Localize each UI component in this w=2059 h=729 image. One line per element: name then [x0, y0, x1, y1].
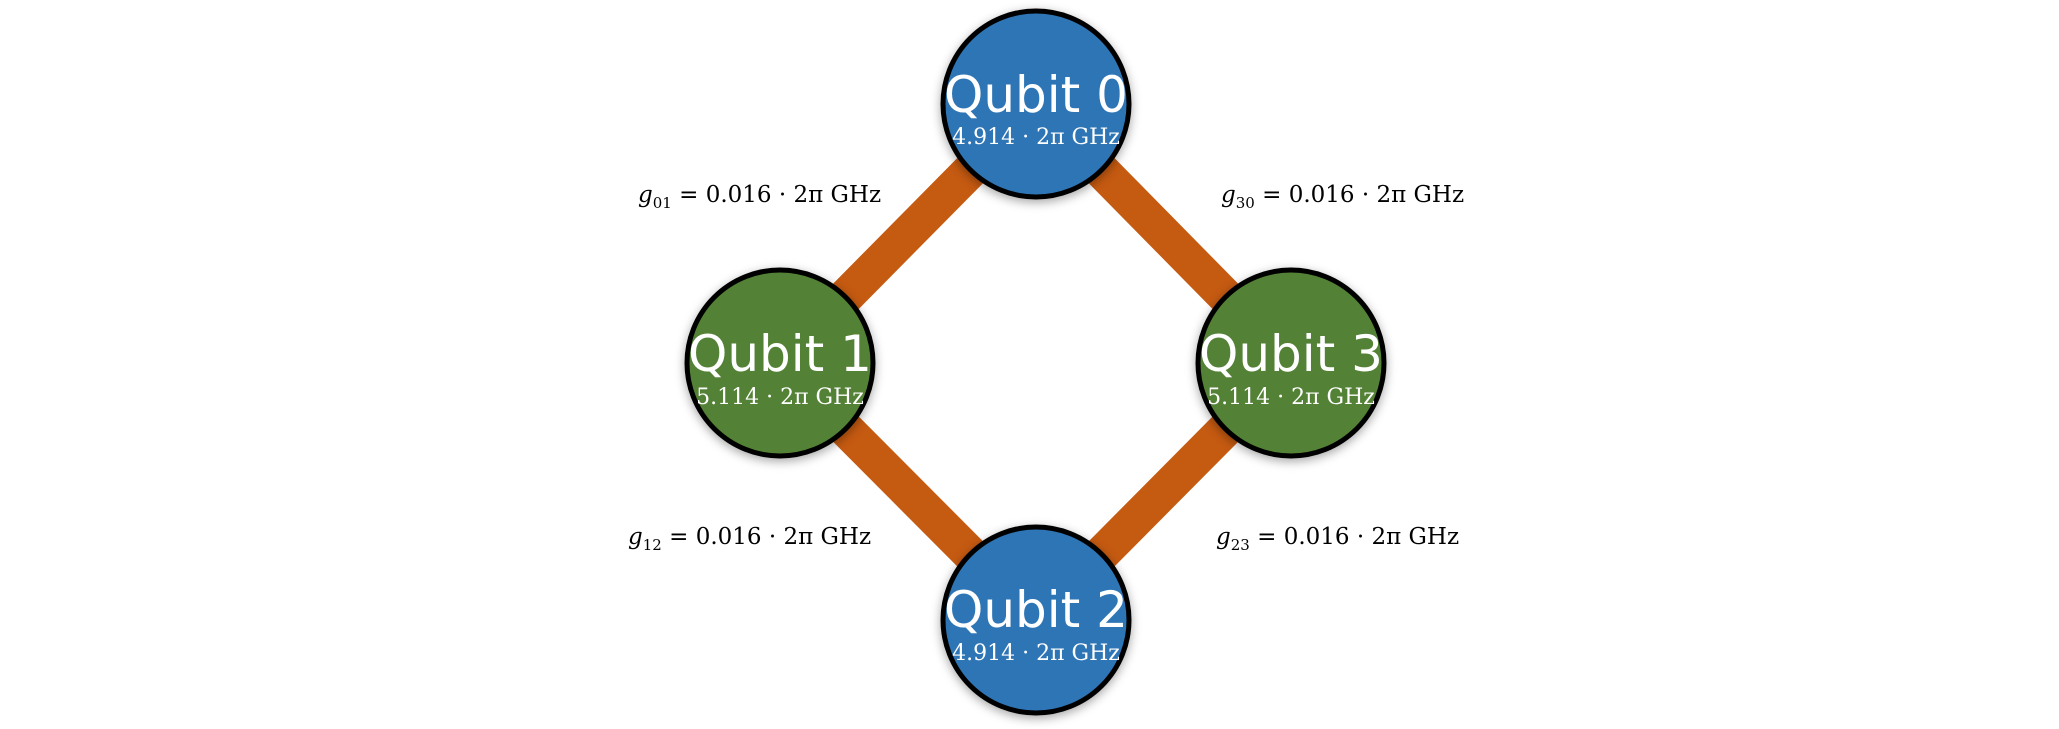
qubit-node-1-frequency: 5.114 · 2π GHz: [696, 385, 864, 410]
qubit-node-3-label: Qubit 3: [1199, 325, 1383, 383]
qubit-node-0: Qubit 0 4.914 · 2π GHz: [940, 8, 1132, 200]
qubit-node-3: Qubit 3 5.114 · 2π GHz: [1195, 267, 1387, 459]
coupling-label-23: g23 = 0.016 · 2π GHz: [1216, 524, 1459, 554]
coupling-label-12-index: 12: [643, 536, 662, 554]
coupling-label-23-value: = 0.016 · 2π GHz: [1250, 524, 1459, 550]
qubit-node-0-circle: [940, 8, 1132, 200]
qubit-node-3-circle: [1195, 267, 1387, 459]
coupling-label-01-value: = 0.016 · 2π GHz: [672, 182, 881, 208]
coupling-label-12: g12 = 0.016 · 2π GHz: [628, 524, 871, 554]
qubit-node-2-frequency: 4.914 · 2π GHz: [952, 641, 1120, 666]
qubit-node-2-circle: [940, 524, 1132, 716]
coupling-label-30-index: 30: [1236, 194, 1255, 212]
qubit-node-0-label: Qubit 0: [944, 66, 1128, 124]
coupling-label-12-value: = 0.016 · 2π GHz: [662, 524, 871, 550]
qubit-node-2: Qubit 2 4.914 · 2π GHz: [940, 524, 1132, 716]
coupling-label-01: g01 = 0.016 · 2π GHz: [638, 182, 881, 212]
coupling-label-30: g30 = 0.016 · 2π GHz: [1221, 182, 1464, 212]
qubit-node-1-circle: [684, 267, 876, 459]
coupling-label-30-symbol: g: [1221, 182, 1236, 208]
coupling-label-12-symbol: g: [628, 524, 643, 550]
coupling-label-30-value: = 0.016 · 2π GHz: [1255, 182, 1464, 208]
qubit-node-1-label: Qubit 1: [688, 325, 872, 383]
coupling-label-23-index: 23: [1231, 536, 1250, 554]
qubit-node-1: Qubit 1 5.114 · 2π GHz: [684, 267, 876, 459]
coupling-label-23-symbol: g: [1216, 524, 1231, 550]
qubit-node-2-label: Qubit 2: [944, 581, 1128, 639]
qubit-node-3-frequency: 5.114 · 2π GHz: [1207, 385, 1375, 410]
coupling-label-01-symbol: g: [638, 182, 653, 208]
qubit-node-0-frequency: 4.914 · 2π GHz: [952, 125, 1120, 150]
coupling-label-01-index: 01: [653, 194, 672, 212]
